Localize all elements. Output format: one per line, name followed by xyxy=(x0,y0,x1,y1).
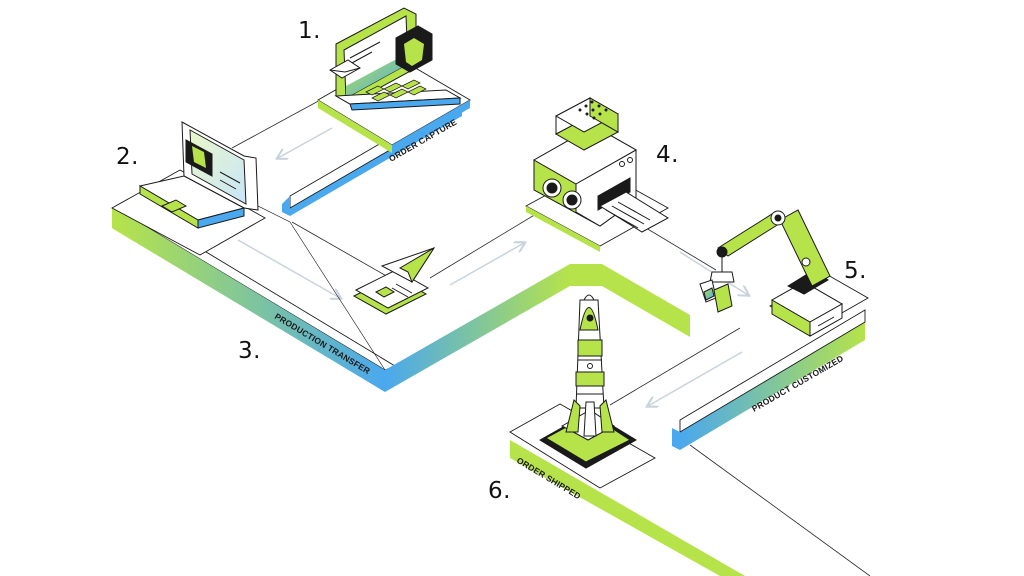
step-number-6: 6. xyxy=(488,478,511,504)
step-number-1: 1. xyxy=(298,18,321,44)
path-product-customized xyxy=(672,309,866,450)
connector-lines xyxy=(231,91,871,576)
tshirt-icon xyxy=(395,25,433,73)
paper-plane-icon xyxy=(380,247,436,284)
document-icon xyxy=(352,269,430,315)
step-number-4: 4. xyxy=(656,142,679,168)
robot-arm-icon xyxy=(699,209,844,337)
rocket-icon xyxy=(539,294,637,469)
step-number-5: 5. xyxy=(844,258,867,284)
laptop-icon xyxy=(334,7,462,111)
step-number-3: 3. xyxy=(238,338,261,364)
laptop-icon xyxy=(138,121,259,229)
email-icon xyxy=(329,59,361,79)
printer-icon xyxy=(532,97,669,233)
step-number-2: 2. xyxy=(116,144,139,170)
flow-arrows xyxy=(237,127,748,406)
